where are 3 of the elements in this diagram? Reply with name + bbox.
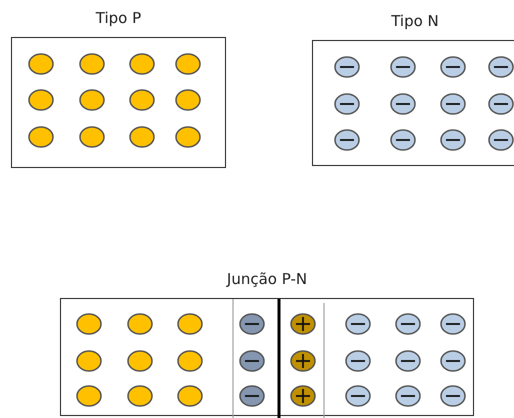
region-title: Junção P-N — [225, 269, 308, 289]
region-title: Tipo N — [390, 11, 440, 31]
region-title: Tipo P — [94, 8, 142, 28]
